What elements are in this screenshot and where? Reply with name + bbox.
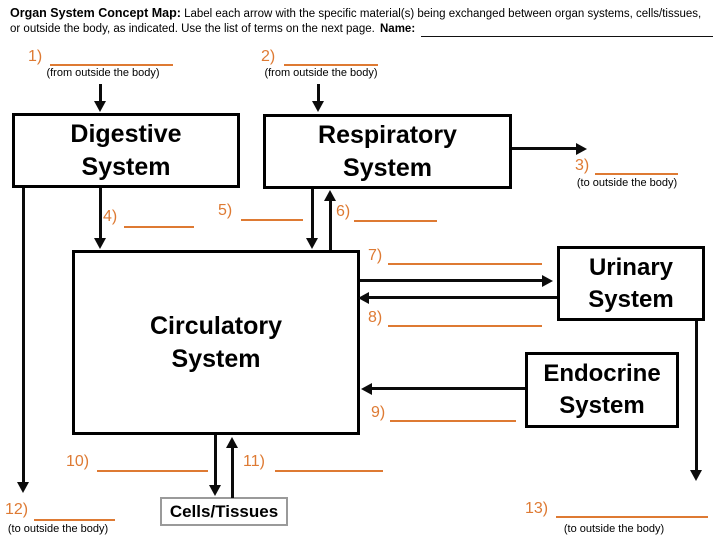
blank-line-3[interactable] (595, 173, 678, 175)
blank-line-4[interactable] (124, 226, 194, 228)
name-blank-line[interactable] (421, 36, 713, 37)
blank-line-12[interactable] (34, 519, 115, 521)
arrow-left-head (361, 382, 372, 395)
blank-line-9[interactable] (390, 420, 516, 422)
blank-line-7[interactable] (388, 263, 542, 265)
label-4: 4) (103, 208, 118, 225)
arrow-up-head (324, 190, 336, 201)
box-circulatory-system: Circulatory System (72, 250, 360, 435)
label-3: 3) (575, 157, 590, 174)
blank-line-11[interactable] (275, 470, 383, 472)
caption-13: (to outside the body) (563, 523, 665, 535)
arrow-left-head (358, 291, 369, 304)
caption-1: (from outside the body) (46, 67, 160, 79)
arrow-up-head (226, 437, 238, 448)
blank-line-2[interactable] (284, 64, 378, 66)
box-endocrine-system: Endocrine System (525, 352, 679, 428)
box-urinary-system: Urinary System (557, 246, 705, 321)
label-6: 6) (336, 203, 351, 220)
blank-line-5[interactable] (241, 219, 303, 221)
label-12: 12) (5, 501, 29, 518)
label-1: 1) (28, 48, 43, 65)
arrow-right-head (542, 274, 553, 287)
arrow-right-head (576, 142, 587, 155)
label-5: 5) (218, 202, 233, 219)
label-7: 7) (368, 247, 383, 264)
arrow-down-head (312, 101, 324, 112)
arrow-down-head (306, 238, 318, 249)
box-cells-tissues: Cells/Tissues (160, 497, 288, 526)
label-9: 9) (371, 404, 386, 421)
instructions-text: Label each arrow with the specific mater… (184, 8, 702, 20)
blank-line-1[interactable] (50, 64, 173, 66)
arrow-down-head (209, 485, 221, 496)
box-respiratory-system: Respiratory System (263, 114, 512, 189)
label-10: 10) (66, 453, 90, 470)
caption-2: (from outside the body) (264, 67, 378, 79)
page-title: Organ System Concept Map: (10, 6, 181, 20)
blank-line-6[interactable] (354, 220, 437, 222)
arrow-down-head (94, 101, 106, 112)
box-digestive-system: Digestive System (12, 113, 240, 188)
blank-line-13[interactable] (556, 516, 708, 518)
caption-12: (to outside the body) (7, 523, 109, 535)
label-11: 11) (243, 453, 265, 470)
arrow-down-head (17, 482, 29, 493)
label-13: 13) (525, 500, 549, 517)
blank-line-8[interactable] (388, 325, 542, 327)
arrow-down-head (94, 238, 106, 249)
header-line-2: or outside the body, as indicated. Use t… (10, 23, 375, 35)
blank-line-10[interactable] (97, 470, 208, 472)
arrow-down-head (690, 470, 702, 481)
header-line-1: Organ System Concept Map: Label each arr… (10, 6, 701, 20)
label-2: 2) (261, 48, 276, 65)
label-8: 8) (368, 309, 383, 326)
name-label: Name: (380, 23, 416, 35)
caption-3: (to outside the body) (576, 177, 678, 189)
